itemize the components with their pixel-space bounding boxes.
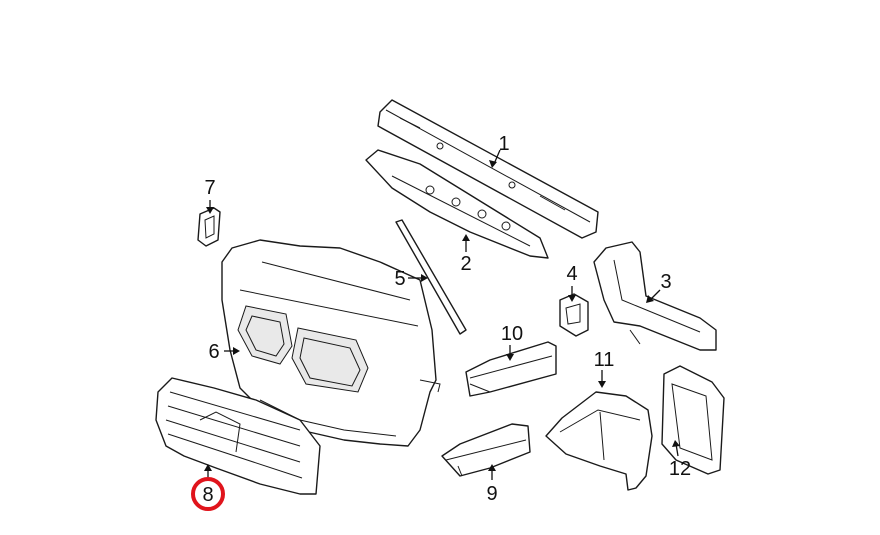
part-6-front-carrier[interactable] — [221, 239, 441, 447]
callout-10[interactable]: 10 — [501, 323, 523, 345]
callout-5[interactable]: 5 — [394, 268, 405, 290]
callout-leaders — [204, 149, 680, 480]
callout-4[interactable]: 4 — [566, 263, 577, 285]
callout-8-highlight-ring — [191, 477, 225, 511]
part-7-clip[interactable] — [197, 207, 221, 247]
part-9-air-duct-lower[interactable] — [441, 423, 531, 477]
callout-9[interactable]: 9 — [486, 483, 497, 505]
callout-3[interactable]: 3 — [660, 271, 671, 293]
part-12-seal-frame[interactable] — [661, 365, 725, 475]
part-3-side-air-guide[interactable] — [593, 241, 717, 351]
callout-2[interactable]: 2 — [460, 253, 471, 275]
part-1-upper-crossmember[interactable] — [377, 99, 599, 239]
part-4-bracket[interactable] — [559, 293, 589, 337]
callout-6[interactable]: 6 — [208, 341, 219, 363]
part-8-lower-duct[interactable] — [155, 377, 321, 495]
callout-8[interactable]: 8 — [202, 484, 213, 506]
part-5-strut[interactable] — [395, 219, 467, 335]
callout-7[interactable]: 7 — [204, 177, 215, 199]
part-10-air-duct[interactable] — [465, 341, 557, 397]
part-11-air-deflector[interactable] — [545, 391, 653, 491]
callout-12[interactable]: 12 — [669, 458, 691, 480]
part-2-support-panel[interactable] — [365, 149, 549, 259]
callout-1[interactable]: 1 — [498, 133, 509, 155]
callout-11[interactable]: 11 — [594, 349, 615, 371]
